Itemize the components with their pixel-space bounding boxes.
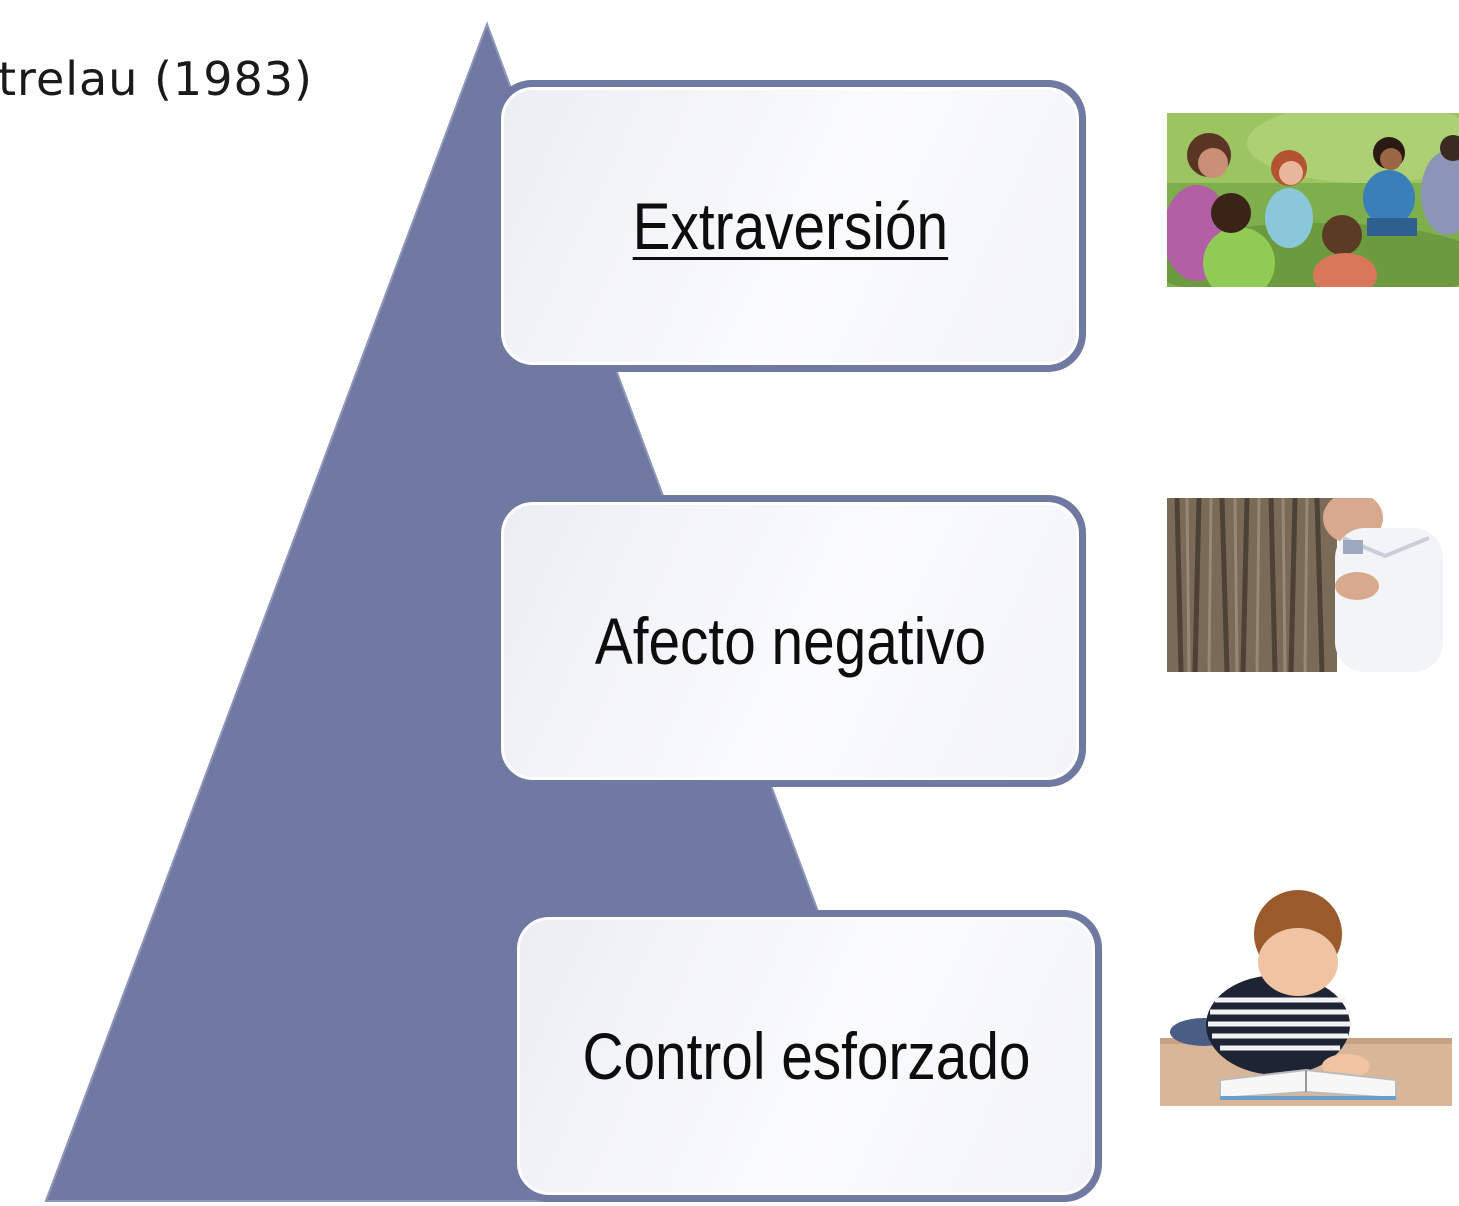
level-box-extraversion: Extraversión — [494, 80, 1086, 372]
level-box-control-esforzado: Control esforzado — [510, 910, 1102, 1202]
children-group-photo — [1167, 113, 1459, 287]
citation-text: trelau (1983) — [0, 52, 313, 106]
level-box-afecto-negativo: Afecto negativo — [494, 495, 1086, 787]
level-box-afecto-negativo-inner: Afecto negativo — [501, 502, 1079, 780]
child-behind-tree-photo — [1167, 498, 1447, 672]
level-box-extraversion-inner: Extraversión — [501, 87, 1079, 365]
level-label-control-esforzado: Control esforzado — [581, 1019, 1031, 1093]
level-box-control-esforzado-inner: Control esforzado — [517, 917, 1095, 1195]
boy-reading-photo — [1160, 880, 1452, 1106]
level-label-extraversion: Extraversión — [632, 189, 948, 263]
level-label-afecto-negativo: Afecto negativo — [594, 604, 986, 678]
